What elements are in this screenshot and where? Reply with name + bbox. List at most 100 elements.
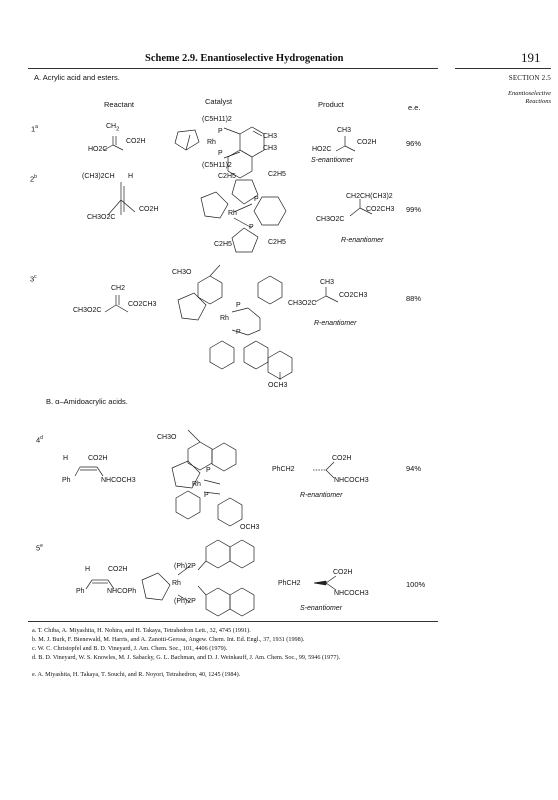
chem-label: (Ph)2P [174,563,196,570]
chem-label: C2H5 [214,241,232,248]
chem-label: OCH3 [240,524,260,531]
product-5-bonds [313,575,337,591]
enantiomer-label: R-enantiomer [300,492,343,499]
enantiomer-label: R-enantiomer [341,237,384,244]
reactant-4-bonds [74,466,104,477]
chem-label: PhCH2 [272,466,295,473]
chem-label: HO2C [88,146,108,153]
chem-label: P [249,224,254,231]
entry-number: 4d [36,435,43,445]
chem-label: P [218,128,223,135]
page-number: 191 [521,50,541,65]
catalyst-3-bonds [177,264,293,380]
product-3-bonds [314,287,339,303]
chem-label: CH3O2C [87,214,116,221]
product-1-bonds [335,136,356,152]
chem-label: (C5H11)2 [202,116,232,123]
chem-label: NHCOCH3 [334,590,369,597]
chem-label: NHCOPh [107,588,137,595]
chem-label: Rh [228,210,237,217]
catalyst-4-bonds [171,429,243,527]
chem-label: HO2C [312,146,332,153]
chem-label: Rh [172,580,181,587]
entry-number: 5e [36,543,43,553]
scheme-title: Scheme 2.9. Enantioselective Hydrogenati… [145,53,344,64]
chem-label: H [85,566,91,573]
chem-label: CO2H [108,566,128,573]
product-4-bonds [313,461,335,479]
catalyst-2-bonds [200,179,287,253]
col-product: Product [318,100,344,109]
chem-label: CO2CH3 [128,301,157,308]
reactant-1-bonds [103,136,124,151]
chem-label: CO2H [357,139,377,146]
chem-label: P [254,196,259,203]
entry-number: 2b [30,174,37,184]
chem-label: CH2 [106,123,120,133]
entry-number: 1a [31,124,38,134]
section-b-title: B. α–Amidoacrylic acids. [46,397,128,406]
footnote: c. W. C. Christopfel and B. D. Vineyard,… [32,645,228,652]
chem-label: CO2H [88,455,108,462]
enantiomer-label: S-enantiomer [311,157,354,164]
reactant-3-bonds [104,295,129,313]
chem-label: CO2H [139,206,159,213]
chem-label: (Ph)2P [174,598,196,605]
chem-label: H [128,173,134,180]
product-2-bonds [349,199,373,217]
chem-label: CH3O [157,434,177,441]
sub: 2 [116,126,120,133]
entry-number: 3c [30,274,37,284]
footnote: b. M. J. Burk, F. Bienewald, M. Harris, … [32,636,305,643]
chem-label: Ph [62,477,71,484]
chem-label: C2H5 [268,239,286,246]
ee-value: 94% [406,464,422,473]
chem-label: PhCH2 [278,580,301,587]
chem-label: CH2CH(CH3)2 [346,193,393,200]
chem-label: P [206,467,211,474]
footnote-rule [28,621,438,622]
chem-label: CH3O [172,269,192,276]
chem-label: P [218,150,223,157]
ee-value: 88% [406,294,422,303]
chem-label: Rh [192,481,201,488]
ee-value: 96% [406,139,422,148]
chem-label: CO2CH3 [339,292,368,299]
catalyst-5-bonds [141,539,255,617]
chem-label: CH3 [320,279,335,286]
chem-label: Rh [220,315,229,322]
enantiomer-label: R-enantiomer [314,320,357,327]
chem-label: CO2CH3 [366,206,395,213]
reactant-5-bonds [85,579,115,590]
chem-label: CH3O2C [73,307,102,314]
chem-label: NHCOCH3 [101,477,136,484]
enantiomer-label: S-enantiomer [300,605,343,612]
footnote: a. T. Chiba, A. Miyashita, H. Nohira, an… [32,627,251,634]
header-rule [28,68,438,69]
chem-label: CO2H [126,138,146,145]
chem-label: H [63,455,69,462]
col-catalyst: Catalyst [205,97,233,106]
footnote: e. A. Miyashita, H. Takaya, T. Souchi, a… [32,671,241,678]
section-a-title: A. Acrylic acid and esters. [34,73,120,82]
sidebar-subtitle-line2: Reactions [525,98,551,105]
chem-label: Rh [207,139,216,146]
chem-label: C2H5 [218,173,236,180]
chem-label: CH3 [263,145,278,152]
chem-label: CH3O2C [288,300,317,307]
col-reactant: Reactant [104,100,135,109]
chem-label: OCH3 [268,382,288,389]
sidebar-section: SECTION 2.5 [508,74,551,82]
reactant-2-bonds [107,182,136,216]
ee-value: 100% [406,580,426,589]
chem-label: (CH3)2CH [82,173,115,180]
col-ee: e.e. [408,103,421,112]
chem-label: CH3O2C [316,216,345,223]
chem-label: CH2 [111,285,126,292]
catalyst-1-bonds [174,126,265,179]
chem-label: P [204,492,209,499]
chem-label: P [236,329,241,336]
chem-label: CH3 [337,127,352,134]
footnote: d. B. D. Vineyard, W. S. Knowles, M. J. … [32,654,341,661]
